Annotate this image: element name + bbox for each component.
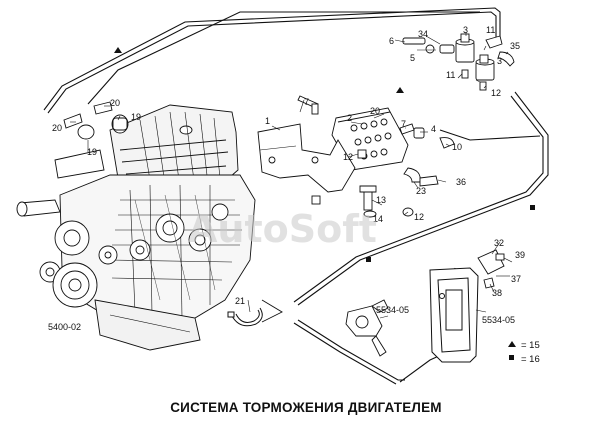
legend: = 15 = 16: [508, 340, 540, 365]
label-23: 23: [416, 186, 426, 196]
pipe-markers: [114, 47, 535, 262]
label-20-left-b: 20: [52, 123, 62, 133]
triangle-marker: [114, 47, 122, 53]
label-5534-05-center: 5534-05: [376, 305, 409, 315]
part-labels: 6 34 5 3 11 35 3 11 12 7 1 20 2 7 4 10 1…: [48, 25, 525, 332]
label-10: 10: [452, 142, 462, 152]
label-34: 34: [418, 29, 428, 39]
label-19-left-b: 19: [87, 147, 97, 157]
label-5: 5: [410, 53, 415, 63]
square-marker: [366, 257, 371, 262]
label-21: 21: [235, 296, 245, 306]
label-7-upper: 7: [304, 97, 309, 107]
label-20-left-a: 20: [110, 98, 120, 108]
valve-assembly-right: [477, 249, 505, 289]
label-4: 4: [431, 124, 436, 134]
label-37: 37: [511, 274, 521, 284]
label-20-center: 20: [370, 106, 380, 116]
legend-square-text: = 16: [521, 354, 540, 365]
label-2: 2: [347, 113, 352, 123]
label-11-lower: 11: [446, 70, 455, 80]
label-6: 6: [389, 36, 394, 46]
mounting-bracket: [257, 123, 356, 193]
label-12-lower: 12: [414, 212, 424, 222]
triangle-marker: [396, 87, 404, 93]
legend-triangle-text: = 15: [521, 340, 540, 351]
engine-block: [16, 104, 256, 351]
diagram-caption: СИСТЕМА ТОРМОЖЕНИЯ ДВИГАТЕЛЕМ: [170, 400, 442, 415]
square-marker: [530, 205, 535, 210]
label-38: 38: [492, 288, 502, 298]
watermark: AutoSoft: [188, 207, 377, 251]
label-14: 14: [373, 214, 383, 224]
left-fittings: [63, 101, 129, 140]
legend-square-icon: [509, 355, 514, 360]
label-7-right: 7: [401, 119, 406, 129]
label-13: 13: [376, 195, 386, 205]
label-1: 1: [265, 116, 270, 126]
label-39: 39: [515, 250, 525, 260]
solenoid-valve-upper: [402, 33, 515, 91]
leader-lines: [70, 32, 513, 319]
hose-clamp: [227, 307, 263, 327]
label-5534-05-right: 5534-05: [482, 315, 515, 325]
label-12-top: 12: [491, 88, 501, 98]
legend-triangle-icon: [508, 341, 516, 347]
label-3-upper: 3: [463, 25, 468, 35]
sensor-5534-05: [345, 299, 389, 357]
distributor-block: [331, 107, 409, 171]
mounting-frame-5534-05: [429, 267, 479, 363]
label-11-upper: 11: [486, 25, 495, 35]
label-36: 36: [456, 177, 466, 187]
label-3-lower: 3: [497, 56, 502, 66]
label-19-left-a: 19: [131, 112, 141, 122]
label-12-center: 12: [343, 152, 353, 162]
engine-reference-5400-02: 5400-02: [48, 322, 81, 332]
label-35: 35: [510, 41, 520, 51]
label-32: 32: [494, 238, 504, 248]
